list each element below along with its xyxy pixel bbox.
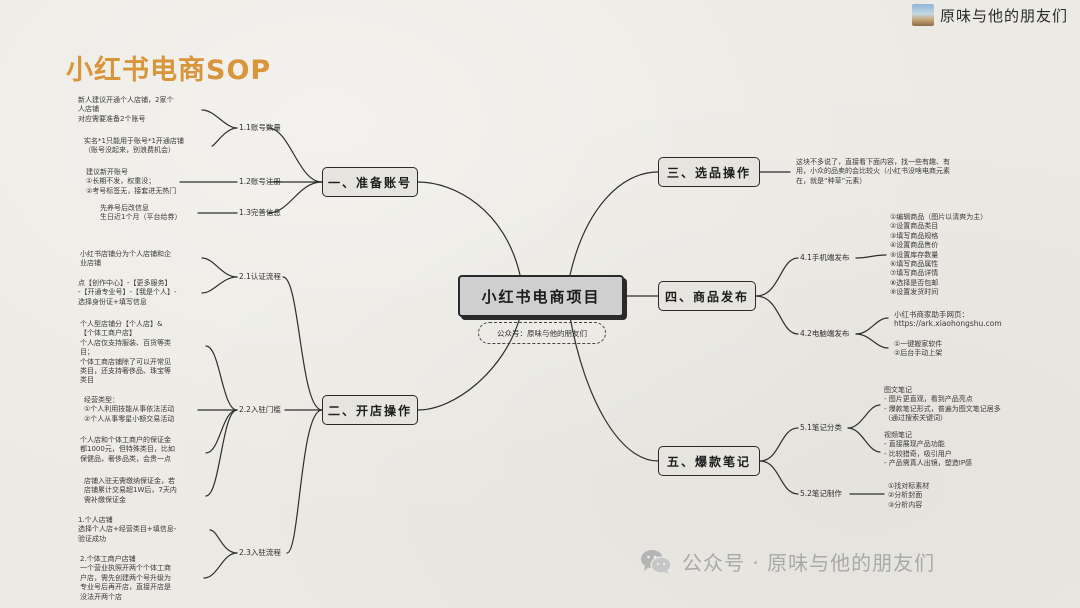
leaf-2-2-c: 个人店和个体工商户的保证金 都1000元，但特殊类目，比如 保健品，奢侈品类，会… xyxy=(80,436,175,463)
branch-open-store: 二、开店操作 xyxy=(322,395,418,425)
leaf-2-2-d: 店铺入驻无需缴纳保证金，若 店铺累计交易超1W后，7天内 需补缴保证金 xyxy=(84,477,177,504)
leaf-2-2-b: 经营类型： ①个人利用技能从事依法活动 ②个人从事零星小额交易活动 xyxy=(84,396,175,423)
leaf-5-2: ①找对标素材 ②分析封面 ③分析内容 xyxy=(888,482,930,509)
branch-product-selection: 三、选品操作 xyxy=(658,157,760,187)
brand-header: 原味与他的朋友们 xyxy=(911,4,1068,26)
sub-5-1: 5.1笔记分类 xyxy=(800,423,842,432)
sub-2-1: 2.1认证流程 xyxy=(239,272,281,281)
sub-2-2: 2.2入驻门槛 xyxy=(239,405,281,414)
leaf-2-3-b: 2.个体工商户店铺 一个营业执照开两个个体工商 户店，需先创建两个号升级为 专业… xyxy=(80,555,171,601)
branch-hit-notes: 五、爆款笔记 xyxy=(658,446,760,476)
sub-4-2: 4.2电脑端发布 xyxy=(800,329,850,338)
sub-1-3: 1.3完善信息 xyxy=(239,208,281,217)
sub-1-2: 1.2账号注册 xyxy=(239,177,281,186)
branch-prepare-account: 一、准备账号 xyxy=(322,167,418,197)
page-title: 小红书电商SOP xyxy=(66,55,272,86)
sub-1-1: 1.1账号数量 xyxy=(239,123,281,132)
leaf-2-1-b: 点【创作中心】-【更多服务】 -【开通专业号】-【我是个人】- 选择身份证+填写… xyxy=(78,279,177,306)
root-subtitle: 公众号：原味与他的朋友们 xyxy=(478,322,606,344)
branch-product-publish: 四、商品发布 xyxy=(658,281,756,311)
leaf-2-3-a: 1.个人店铺 选择个人店+经营类目+填信息- 验证成功 xyxy=(78,516,177,543)
watermark: 公众号 · 原味与他的朋友们 xyxy=(640,547,935,576)
brand-avatar xyxy=(911,4,934,26)
root-node: 小红书电商项目 xyxy=(458,275,624,317)
sub-2-3: 2.3入驻流程 xyxy=(239,548,281,557)
leaf-3: 这块不多说了，直接看下面内容，找一些有趣、有 用，小众的品卖的会比较火（小红书没… xyxy=(796,158,950,185)
sub-4-1: 4.1手机端发布 xyxy=(800,253,850,262)
wechat-icon xyxy=(640,549,672,575)
leaf-2-2-a: 个人型店铺分【个人店】& 【个体工商户店】 个人店仅支持服装、百货等类 目； 个… xyxy=(80,320,171,385)
leaf-1-1-a: 新人建议开通个人店铺，2家个 人店铺 对应需要准备2个账号 xyxy=(78,96,174,123)
leaf-4-1: ①编辑商品（图片以清爽为主） ②设置商品类目 ③填写商品规格 ④设置商品售价 ⑤… xyxy=(890,213,988,297)
leaf-2-1-a: 小红书店铺分为个人店铺和企 业店铺 xyxy=(80,250,171,268)
sub-5-2: 5.2笔记制作 xyxy=(800,489,842,498)
watermark-text: 公众号 · 原味与他的朋友们 xyxy=(682,551,936,575)
leaf-4-2-b: ①一键搬家软件 ②后台手动上架 xyxy=(894,340,943,358)
leaf-1-3: 先养号后改信息 生日近1个月（平台给券） xyxy=(100,204,182,222)
leaf-1-2: 建议新开账号 ①长期不发，权重没； ②考号标签无，接套进无热门 xyxy=(86,168,177,195)
leaf-1-1-b: 实名*1只能用于账号*1开通店铺 （账号没起来，别浪费机会） xyxy=(84,137,184,155)
leaf-5-1-b: 视频笔记 - 直接展现产品功能 - 比较猎奇，吸引用户 - 产品需真人出镜，塑造… xyxy=(884,431,973,468)
leaf-5-1-a: 图文笔记 - 图片更直观，看到产品亮点 - 爆款笔记形式，普遍为图文笔记居多 （… xyxy=(884,386,1001,423)
brand-name: 原味与他的朋友们 xyxy=(939,6,1068,25)
leaf-4-2-a: 小红书商家助手网页： https://ark.xiaohongshu.com xyxy=(894,310,1002,329)
